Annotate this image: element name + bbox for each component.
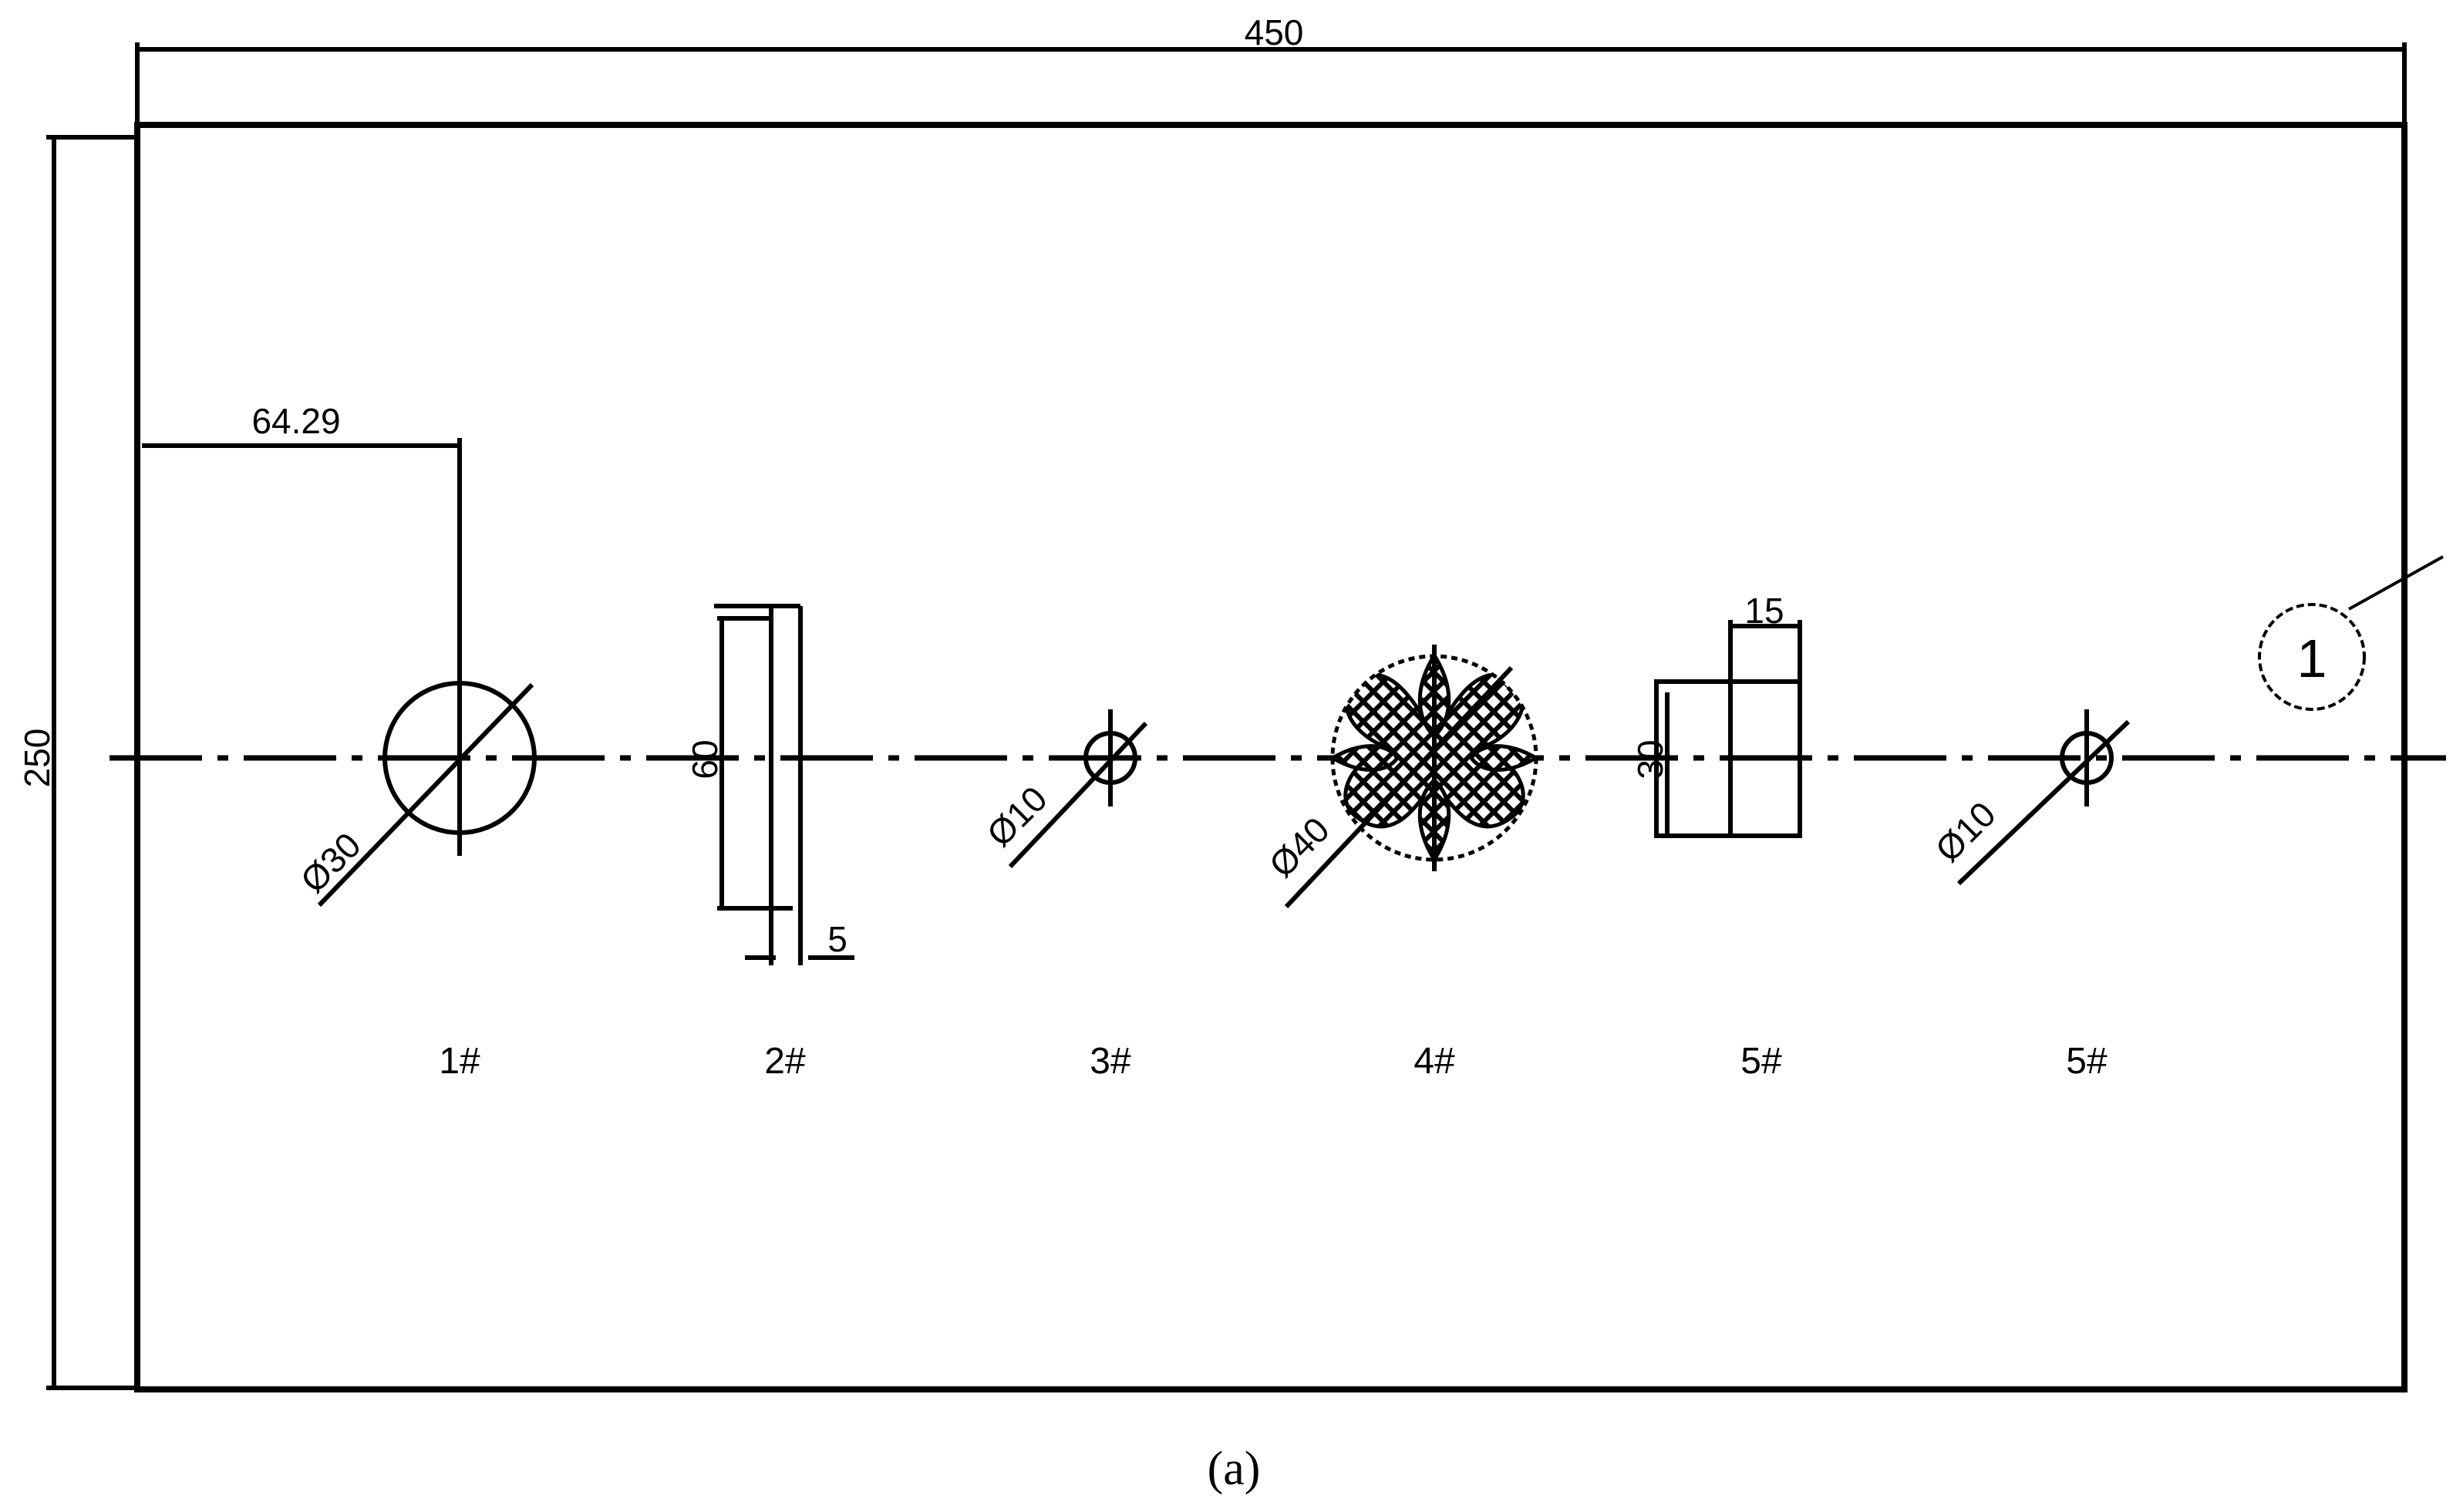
feature-1-diameter: Ø30 <box>293 825 369 901</box>
width-dimension-value: 450 <box>1245 12 1304 52</box>
feature-5-label: 5# <box>1740 1041 1782 1082</box>
offset-dimension-value: 64.29 <box>251 401 340 441</box>
feature-4-diameter: Ø40 <box>1262 810 1337 885</box>
feature-6-diameter: Ø10 <box>1928 794 2003 870</box>
feature-6: Ø10 5# <box>1928 709 2131 1082</box>
feature-5-width: 15 <box>1744 591 1784 631</box>
figure-caption: (a) <box>1208 1443 1261 1495</box>
height-dimension-value: 250 <box>17 729 57 788</box>
feature-5-rect: 15 30 5# <box>1630 591 1802 1082</box>
feature-3-diameter: Ø10 <box>979 779 1055 854</box>
feature-6-label: 5# <box>2066 1041 2108 1082</box>
width-dimension: 450 <box>135 12 2407 125</box>
part-balloon-number: 1 <box>2297 628 2327 689</box>
feature-2: 60 5 2# <box>685 604 854 1082</box>
feature-4: Ø40 4# <box>1262 645 1538 1082</box>
feature-3-label: 3# <box>1090 1041 1131 1082</box>
height-dimension: 250 <box>17 135 140 1390</box>
feature-1-label: 1# <box>439 1041 480 1082</box>
feature-2-label: 2# <box>764 1041 806 1082</box>
part-balloon: 1 <box>2258 555 2444 711</box>
feature-1: Ø30 1# <box>293 681 537 1082</box>
feature-4-label: 4# <box>1414 1041 1455 1082</box>
figure-caption-text: (a) <box>1208 1443 1261 1495</box>
feature-2-length: 60 <box>685 739 725 779</box>
offset-dimension: 64.29 <box>142 401 462 856</box>
feature-5-height: 30 <box>1630 739 1670 779</box>
feature-2-width: 5 <box>827 919 847 959</box>
feature-3: Ø10 3# <box>979 709 1148 1082</box>
